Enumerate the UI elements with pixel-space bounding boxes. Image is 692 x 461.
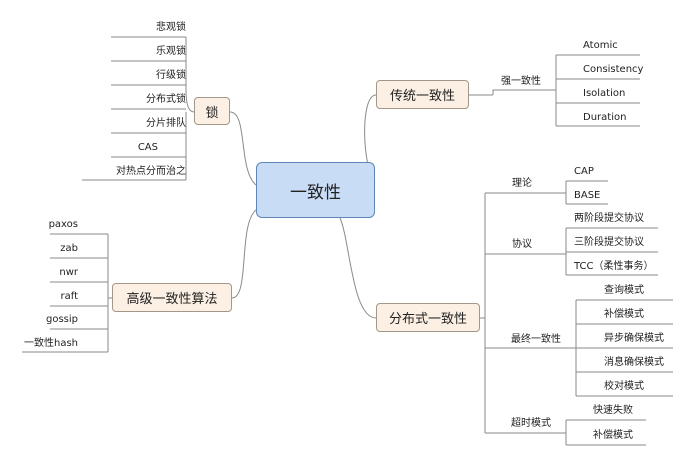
theory-label[interactable]: 理论 — [512, 178, 532, 189]
algo-item[interactable]: raft — [60, 291, 78, 302]
link-algo-items — [107, 234, 112, 352]
algo-item[interactable]: zab — [60, 243, 78, 254]
protocol-item[interactable]: 三阶段提交协议 — [574, 237, 644, 248]
theory-item[interactable]: CAP — [574, 166, 594, 177]
root-node[interactable]: 一致性 — [256, 162, 375, 218]
protocol-label[interactable]: 协议 — [512, 239, 532, 250]
timeout-label[interactable]: 超时模式 — [511, 418, 551, 429]
algo-item[interactable]: 一致性hash — [23, 338, 78, 349]
algo-item[interactable]: paxos — [48, 219, 78, 230]
link-strong-items — [548, 55, 557, 126]
strong-consistency-label[interactable]: 强一致性 — [501, 76, 541, 87]
branch-lock[interactable]: 锁 — [194, 97, 230, 125]
link-lock-items — [185, 37, 195, 180]
acid-item[interactable]: Duration — [583, 112, 627, 123]
branch-traditional[interactable]: 传统一致性 — [376, 80, 469, 109]
algo-item[interactable]: nwr — [59, 267, 78, 278]
eventual-item[interactable]: 校对模式 — [604, 381, 644, 392]
eventual-item[interactable]: 补偿模式 — [604, 309, 644, 320]
acid-item[interactable]: Consistency — [583, 64, 644, 75]
link-root-distributed — [339, 217, 377, 319]
lock-item[interactable]: 乐观锁 — [156, 46, 186, 57]
acid-item[interactable]: Atomic — [583, 40, 618, 51]
branch-distributed[interactable]: 分布式一致性 — [376, 303, 480, 332]
eventual-label[interactable]: 最终一致性 — [511, 334, 561, 345]
algo-item[interactable]: gossip — [45, 314, 78, 325]
lock-item[interactable]: 对热点分而治之 — [116, 166, 186, 177]
eventual-item[interactable]: 消息确保模式 — [604, 357, 664, 368]
theory-item[interactable]: BASE — [574, 190, 601, 201]
lock-item[interactable]: 分布式锁 — [146, 94, 186, 105]
branch-algo[interactable]: 高级一致性算法 — [112, 283, 232, 312]
lock-item[interactable]: CAS — [137, 142, 158, 153]
protocol-item[interactable]: 两阶段提交协议 — [574, 213, 644, 224]
lock-item[interactable]: 悲观锁 — [156, 22, 186, 33]
link-root-algo — [231, 209, 257, 299]
lock-item[interactable]: 分片排队 — [146, 118, 186, 129]
eventual-item[interactable]: 异步确保模式 — [604, 333, 664, 344]
acid-item[interactable]: Isolation — [583, 88, 626, 99]
protocol-item[interactable]: TCC（柔性事务） — [574, 261, 654, 272]
timeout-item[interactable]: 补偿模式 — [593, 430, 633, 441]
timeout-item[interactable]: 快速失败 — [593, 405, 633, 416]
eventual-item[interactable]: 查询模式 — [604, 285, 644, 296]
link-root-lock — [229, 111, 257, 186]
link-distributed-groups — [480, 193, 486, 433]
lock-item[interactable]: 行级锁 — [156, 70, 186, 81]
